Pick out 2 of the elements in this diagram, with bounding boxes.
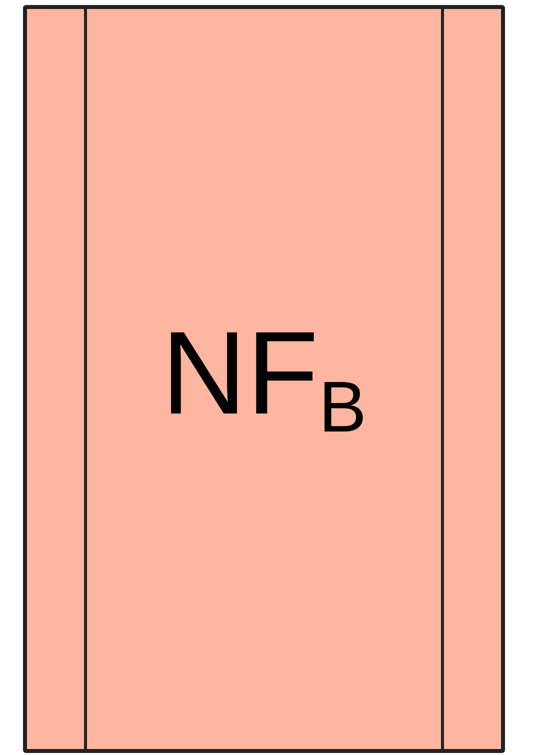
node-label: NF$_{B}$	[161, 314, 367, 444]
process-box	[23, 5, 505, 753]
